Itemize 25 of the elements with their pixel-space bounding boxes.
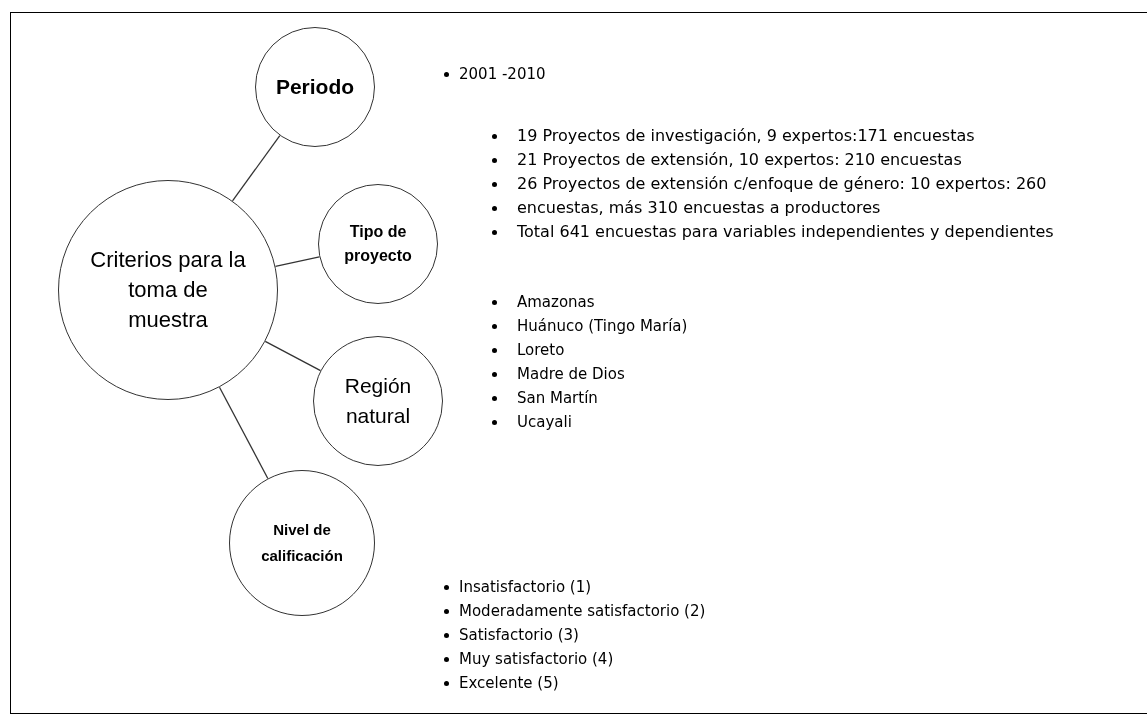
list-item: Moderadamente satisfactorio (2) [459,601,706,622]
list-item: Satisfactorio (3) [459,625,579,646]
list-item: 2001 -2010 [459,64,546,85]
list-item: Ucayali [517,412,572,432]
circle-label: Nivel de calificación [260,520,344,566]
circle-label: Periodo [274,74,356,101]
list-item: Huánuco (Tingo María) [517,316,688,336]
list-item: Amazonas [517,292,595,312]
list-item: Excelente (5) [459,673,559,694]
connector-line [264,340,322,372]
list-item: Madre de Dios [517,364,625,384]
list-item: Muy satisfactorio (4) [459,649,614,670]
list-item: Total 641 encuestas para variables independientes y dependientes [517,222,1054,242]
connector-line [218,386,269,480]
connector-line [231,134,281,202]
list-item: 21 Proyectos de extensión, 10 expertos: 210 encuestas [517,150,962,170]
list-item: Insatisfactorio (1) [459,577,592,598]
circle-label: Región natural [343,373,413,429]
list-item: 26 Proyectos de extensión c/enfoque de género: 10 expertos: 260 [517,174,1047,194]
list-item: 19 Proyectos de investigación, 9 expertos:171 encuestas [517,126,975,146]
list-item: San Martín [517,388,598,408]
list-item: Loreto [517,340,565,360]
list-item: encuestas, más 310 encuestas a productores [517,198,881,218]
circle-label: Criterios para la toma de muestra [89,246,247,334]
circle-label: Tipo de proyecto [343,222,413,266]
